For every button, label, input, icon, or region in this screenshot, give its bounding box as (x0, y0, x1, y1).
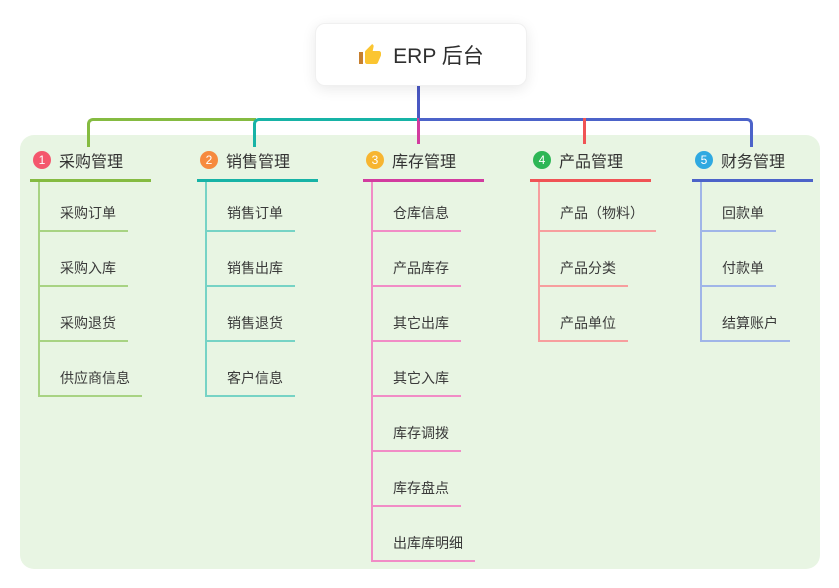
child-node-label: 其它出库 (373, 313, 461, 342)
child-node[interactable]: 采购入库 (40, 232, 142, 287)
branch-children: 销售订单销售出库销售退货客户信息 (205, 182, 295, 397)
branch-title: 采购管理 (59, 154, 124, 171)
child-node-label: 采购入库 (40, 258, 128, 287)
child-node-label: 出库库明细 (373, 533, 475, 562)
branch-children: 产品（物料） 产品分类产品单位 (538, 182, 656, 342)
branch-title: 销售管理 (226, 154, 291, 171)
child-node[interactable]: 仓库信息 (373, 182, 475, 232)
child-node-label: 客户信息 (207, 368, 295, 397)
child-node[interactable]: 采购退货 (40, 287, 142, 342)
child-node[interactable]: 供应商信息 (40, 342, 142, 397)
child-node[interactable]: 结算账户 (702, 287, 790, 342)
child-node[interactable]: 付款单 (702, 232, 790, 287)
bus-segment-5 (419, 118, 753, 147)
bus-stub-4 (583, 118, 586, 144)
child-node[interactable]: 客户信息 (207, 342, 295, 397)
thumbs-up-icon (358, 43, 382, 67)
branch-title: 财务管理 (721, 154, 786, 171)
branch-label[interactable]: 1 采购管理 (30, 148, 151, 182)
root-trunk-line (417, 84, 420, 120)
child-node-label: 回款单 (702, 203, 776, 232)
branch-label[interactable]: 4 产品管理 (530, 148, 651, 182)
child-node-label: 产品分类 (540, 258, 628, 287)
child-node-label: 产品单位 (540, 313, 628, 342)
branches-panel (20, 135, 820, 569)
child-node-label: 仓库信息 (373, 203, 461, 232)
branch-children: 回款单付款单结算账户 (700, 182, 790, 342)
child-node-label: 产品库存 (373, 258, 461, 287)
child-node-label: 销售退货 (207, 313, 295, 342)
child-node[interactable]: 销售出库 (207, 232, 295, 287)
child-node[interactable]: 其它出库 (373, 287, 475, 342)
child-node-label: 供应商信息 (40, 368, 142, 397)
child-node-label: 销售出库 (207, 258, 295, 287)
branch-3: 3 库存管理仓库信息产品库存其它出库其它入库库存调拨库存盘点出库库明细 (363, 148, 484, 562)
child-node[interactable]: 回款单 (702, 182, 790, 232)
root-node[interactable]: ERP 后台 (315, 23, 527, 86)
child-node[interactable]: 库存盘点 (373, 452, 475, 507)
child-node-label: 结算账户 (702, 313, 790, 342)
child-node-label: 库存调拨 (373, 423, 461, 452)
bus-segment-2 (253, 118, 422, 147)
branch-number-badge: 5 (695, 151, 713, 169)
branch-number-badge: 2 (200, 151, 218, 169)
branch-title: 库存管理 (392, 154, 457, 171)
child-node[interactable]: 产品单位 (540, 287, 656, 342)
bus-segment-1 (87, 118, 256, 147)
bus-stub-3 (417, 118, 420, 144)
child-node[interactable]: 销售退货 (207, 287, 295, 342)
branch-children: 仓库信息产品库存其它出库其它入库库存调拨库存盘点出库库明细 (371, 182, 475, 562)
branch-1: 1 采购管理采购订单采购入库采购退货供应商信息 (30, 148, 151, 397)
branch-2: 2 销售管理销售订单销售出库销售退货客户信息 (197, 148, 318, 397)
branch-number-badge: 3 (366, 151, 384, 169)
child-node[interactable]: 产品库存 (373, 232, 475, 287)
branch-children: 采购订单采购入库采购退货供应商信息 (38, 182, 142, 397)
branch-4: 4 产品管理产品（物料） 产品分类产品单位 (530, 148, 656, 342)
child-node-label: 采购订单 (40, 203, 128, 232)
branch-label[interactable]: 2 销售管理 (197, 148, 318, 182)
branch-5: 5 财务管理回款单付款单结算账户 (692, 148, 813, 342)
child-node[interactable]: 库存调拨 (373, 397, 475, 452)
child-node[interactable]: 其它入库 (373, 342, 475, 397)
root-node-label: ERP 后台 (393, 44, 484, 68)
child-node-label: 其它入库 (373, 368, 461, 397)
branch-number-badge: 4 (533, 151, 551, 169)
child-node-label: 销售订单 (207, 203, 295, 232)
branch-label[interactable]: 3 库存管理 (363, 148, 484, 182)
child-node-label: 库存盘点 (373, 478, 461, 507)
child-node-label: 产品（物料） (540, 203, 656, 232)
child-node-label: 付款单 (702, 258, 776, 287)
child-node[interactable]: 产品（物料） (540, 182, 656, 232)
child-node[interactable]: 采购订单 (40, 182, 142, 232)
branch-number-badge: 1 (33, 151, 51, 169)
child-node[interactable]: 销售订单 (207, 182, 295, 232)
child-node[interactable]: 出库库明细 (373, 507, 475, 562)
child-node-label: 采购退货 (40, 313, 128, 342)
branch-label[interactable]: 5 财务管理 (692, 148, 813, 182)
branch-title: 产品管理 (559, 154, 624, 171)
child-node[interactable]: 产品分类 (540, 232, 656, 287)
